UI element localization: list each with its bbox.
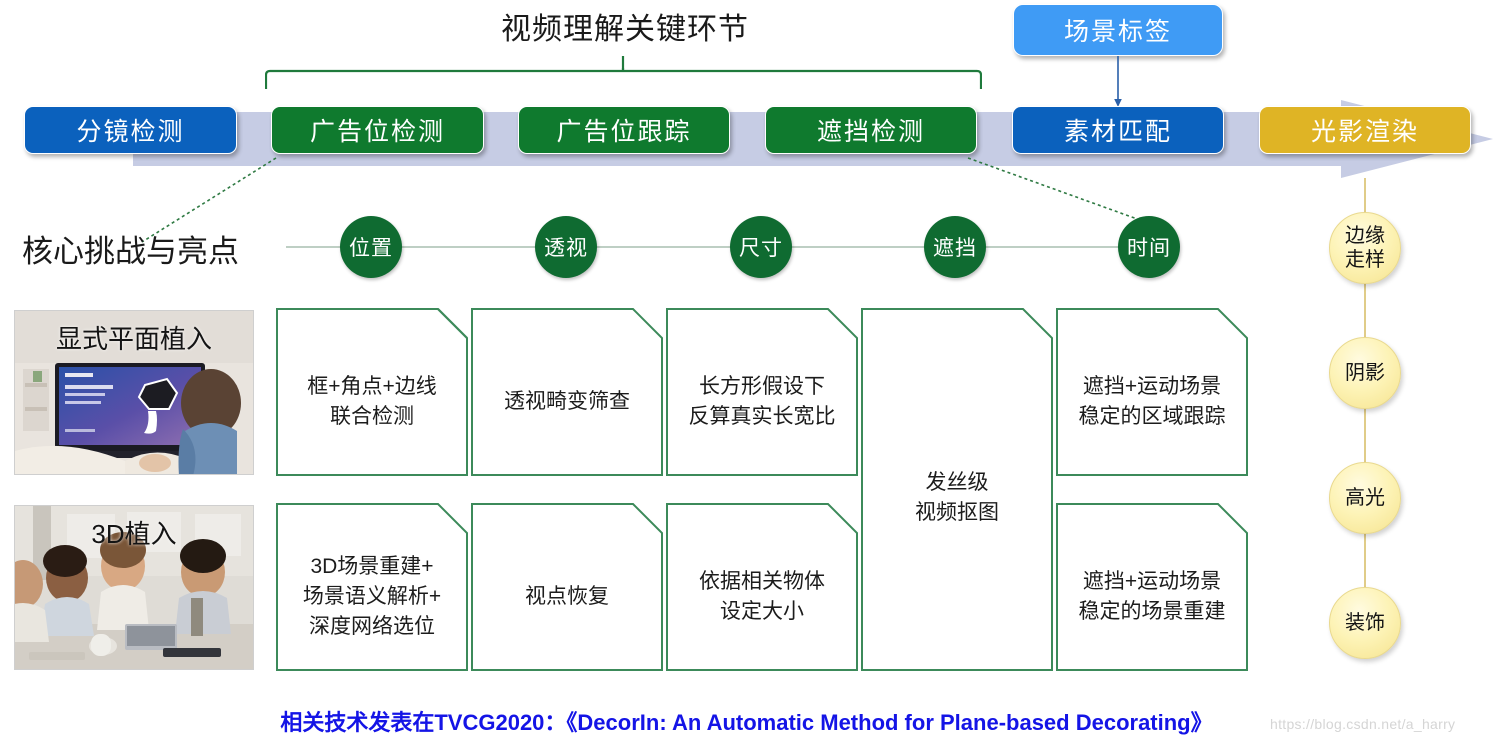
note-text-span: 发丝级 视频抠图	[915, 471, 999, 524]
challenge-node-0[interactable]: 位置	[340, 216, 402, 278]
note-card-r1c2: 依据相关物体 设定大小	[666, 503, 858, 671]
challenge-node-4[interactable]: 时间	[1118, 216, 1180, 278]
note-text-r0c0: 框+角点+边线 联合检测	[307, 375, 437, 428]
render-chain-node-3[interactable]: 装饰	[1329, 587, 1401, 659]
note-card-r1c1: 视点恢复	[471, 503, 663, 671]
note-card-r0c1: 透视畸变筛查	[471, 308, 663, 476]
note-text-r1c0: 3D场景重建+ 场景语义解析+ 深度网络选位	[302, 555, 442, 638]
note-text-r1c3: 遮挡+运动场景 稳定的场景重建	[1078, 570, 1226, 623]
challenges-label: 核心挑战与亮点	[22, 234, 239, 269]
thumbnail-3d-implant: 3D植入	[14, 505, 254, 670]
pipeline-step-3[interactable]: 遮挡检测	[765, 106, 977, 154]
pipeline-step-5[interactable]: 光影渲染	[1259, 106, 1471, 154]
footer-citation: 相关技术发表在TVCG2020：《DecorIn: An Automatic M…	[280, 710, 1213, 735]
note-card-r1c0: 3D场景重建+ 场景语义解析+ 深度网络选位	[276, 503, 468, 671]
pipeline-step-1[interactable]: 广告位检测	[271, 106, 484, 154]
note-card-span: 发丝级 视频抠图	[861, 308, 1053, 671]
note-text-r0c2: 长方形假设下 反算真实长宽比	[688, 375, 836, 428]
challenge-node-1[interactable]: 透视	[535, 216, 597, 278]
thumbnail-caption-0: 显式平面植入	[55, 324, 212, 354]
connector-lines	[141, 157, 1366, 243]
page-title: 视频理解关键环节	[501, 13, 749, 46]
note-text-r1c2: 依据相关物体 设定大小	[699, 570, 825, 623]
challenge-node-2[interactable]: 尺寸	[730, 216, 792, 278]
pipeline-step-2[interactable]: 广告位跟踪	[518, 106, 730, 154]
thumbnail-caption-1: 3D植入	[91, 519, 177, 549]
render-chain-node-1[interactable]: 阴影	[1329, 337, 1401, 409]
watermark: https://blog.csdn.net/a_harry	[1270, 716, 1456, 732]
render-chain-node-2[interactable]: 高光	[1329, 462, 1401, 534]
bracket-stem	[621, 56, 625, 72]
pipeline-step-4[interactable]: 素材匹配	[1012, 106, 1224, 154]
thumbnail-explicit-plane: 显式平面植入	[14, 310, 254, 475]
note-text-r0c3: 遮挡+运动场景 稳定的区域跟踪	[1078, 375, 1226, 428]
scene-tag-connector-arrow	[1114, 56, 1122, 107]
render-chain-line	[1364, 250, 1366, 630]
render-chain-node-0[interactable]: 边缘 走样	[1329, 212, 1401, 284]
note-text-r1c1: 视点恢复	[525, 585, 609, 608]
scene-tag-button[interactable]: 场景标签	[1013, 4, 1223, 56]
challenge-chain-line	[286, 246, 1126, 248]
note-card-r0c0: 框+角点+边线 联合检测	[276, 308, 468, 476]
challenge-node-3[interactable]: 遮挡	[924, 216, 986, 278]
pipeline-step-0[interactable]: 分镜检测	[24, 106, 237, 154]
note-card-r0c2: 长方形假设下 反算真实长宽比	[666, 308, 858, 476]
note-card-r0c3: 遮挡+运动场景 稳定的区域跟踪	[1056, 308, 1248, 476]
note-card-r1c3: 遮挡+运动场景 稳定的场景重建	[1056, 503, 1248, 671]
note-text-r0c1: 透视畸变筛查	[504, 390, 630, 413]
